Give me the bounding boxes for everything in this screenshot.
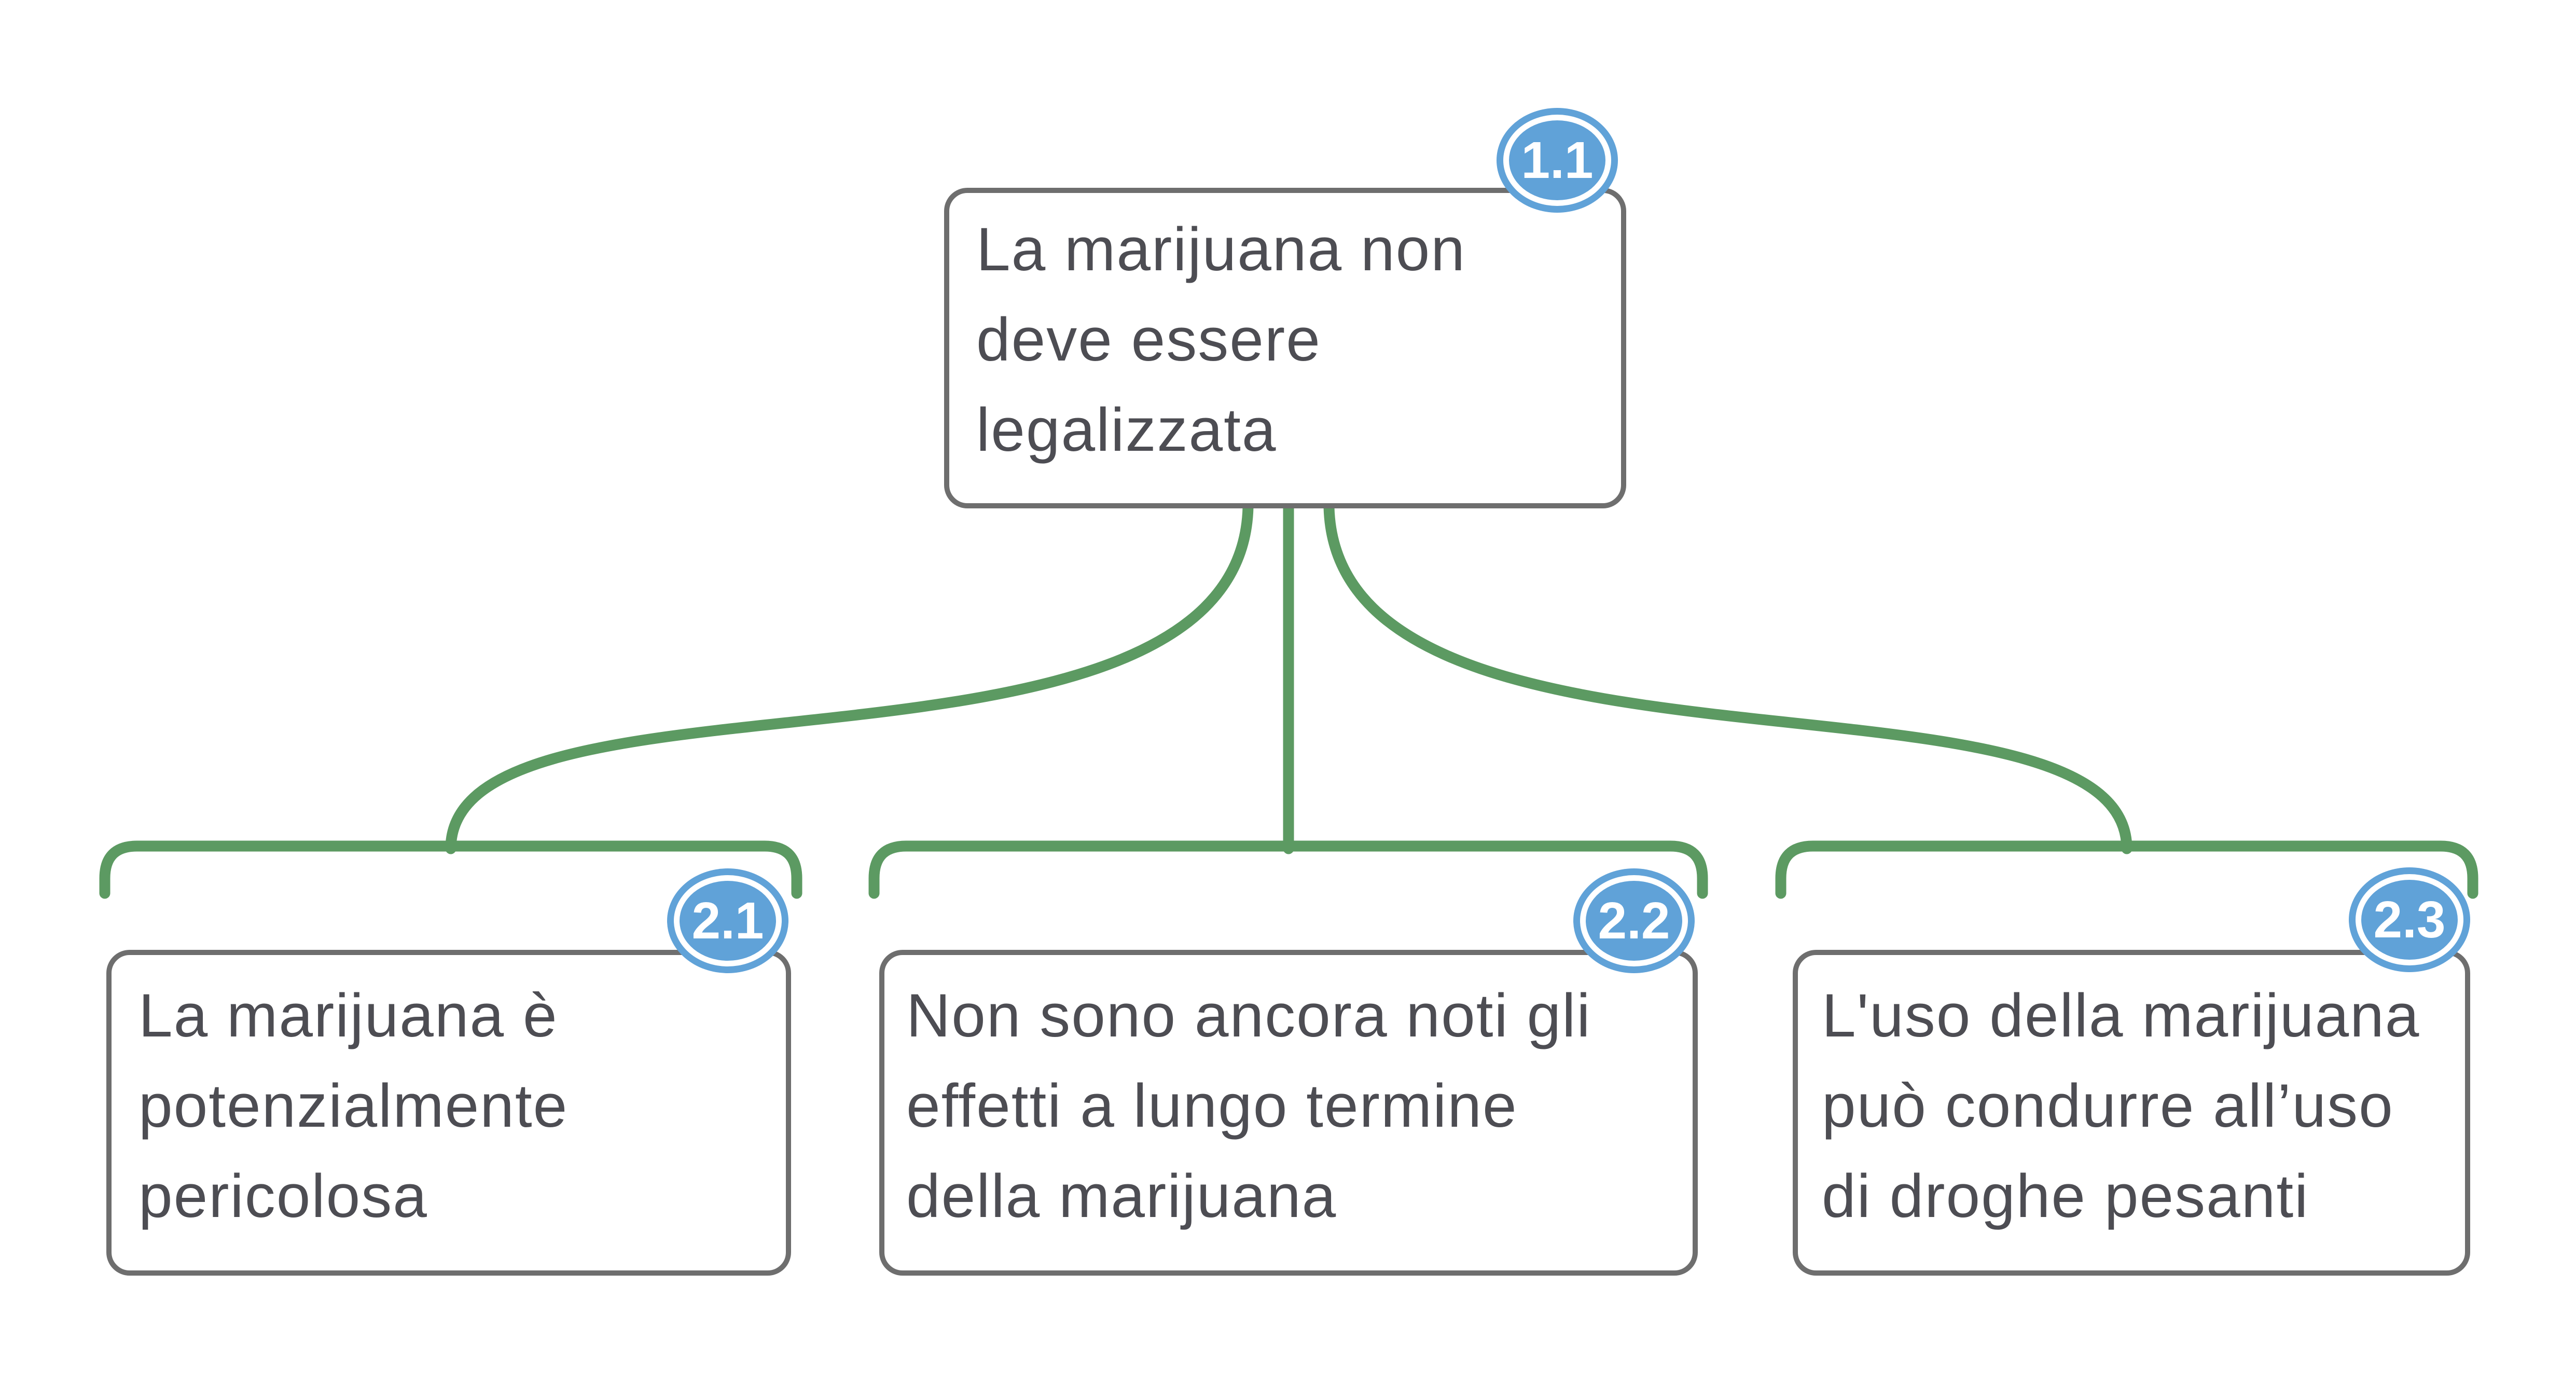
badge-number-label: 1.1 — [1521, 131, 1594, 189]
bracket-right — [1775, 840, 2478, 899]
node-text-line: di droghe pesanti — [1822, 1162, 2309, 1230]
node-text-line: potenzialmente — [139, 1072, 569, 1140]
node-argument-3[interactable]: L'uso della marijuana può condurre all’u… — [1793, 950, 2470, 1276]
badge-number-label: 2.2 — [1598, 891, 1670, 950]
connector-curve-left — [445, 502, 1254, 854]
badge-node-number-2-2[interactable]: 2.2 — [1573, 868, 1695, 973]
node-text-line: della marijuana — [906, 1162, 1337, 1230]
badge-node-number-1-1[interactable]: 1.1 — [1497, 108, 1618, 213]
bracket-left — [99, 840, 802, 899]
badge-node-number-2-3[interactable]: 2.3 — [2349, 867, 2470, 972]
connector-curve-right — [1323, 502, 2132, 854]
node-text-line: La marijuana è — [139, 981, 558, 1050]
node-argument-1[interactable]: La marijuana è potenzialmente pericolosa — [106, 950, 791, 1276]
node-text-line: L'uso della marijuana — [1822, 981, 2420, 1050]
node-text-line: effetti a lungo termine — [906, 1072, 1518, 1140]
badge-ring — [1503, 115, 1611, 206]
badge-node-number-2-1[interactable]: 2.1 — [667, 868, 788, 973]
node-text-line: pericolosa — [139, 1162, 428, 1230]
badge-ring — [2356, 874, 2463, 965]
badge-number-label: 2.3 — [2373, 890, 2446, 949]
badge-number-label: 2.1 — [691, 891, 764, 950]
bracket-middle — [868, 840, 1708, 899]
node-argument-2[interactable]: Non sono ancora noti gli effetti a lungo… — [879, 950, 1698, 1276]
node-text-line: La marijuana non — [976, 215, 1466, 284]
node-text-line: può condurre all’uso — [1822, 1072, 2394, 1140]
badge-ring — [1580, 875, 1688, 966]
node-thesis[interactable]: La marijuana non deve essere legalizzata — [944, 188, 1626, 508]
node-text-line: deve essere — [976, 306, 1321, 374]
node-text-line: legalizzata — [976, 396, 1277, 464]
node-text-line: Non sono ancora noti gli — [906, 981, 1591, 1050]
badge-ring — [674, 875, 782, 966]
